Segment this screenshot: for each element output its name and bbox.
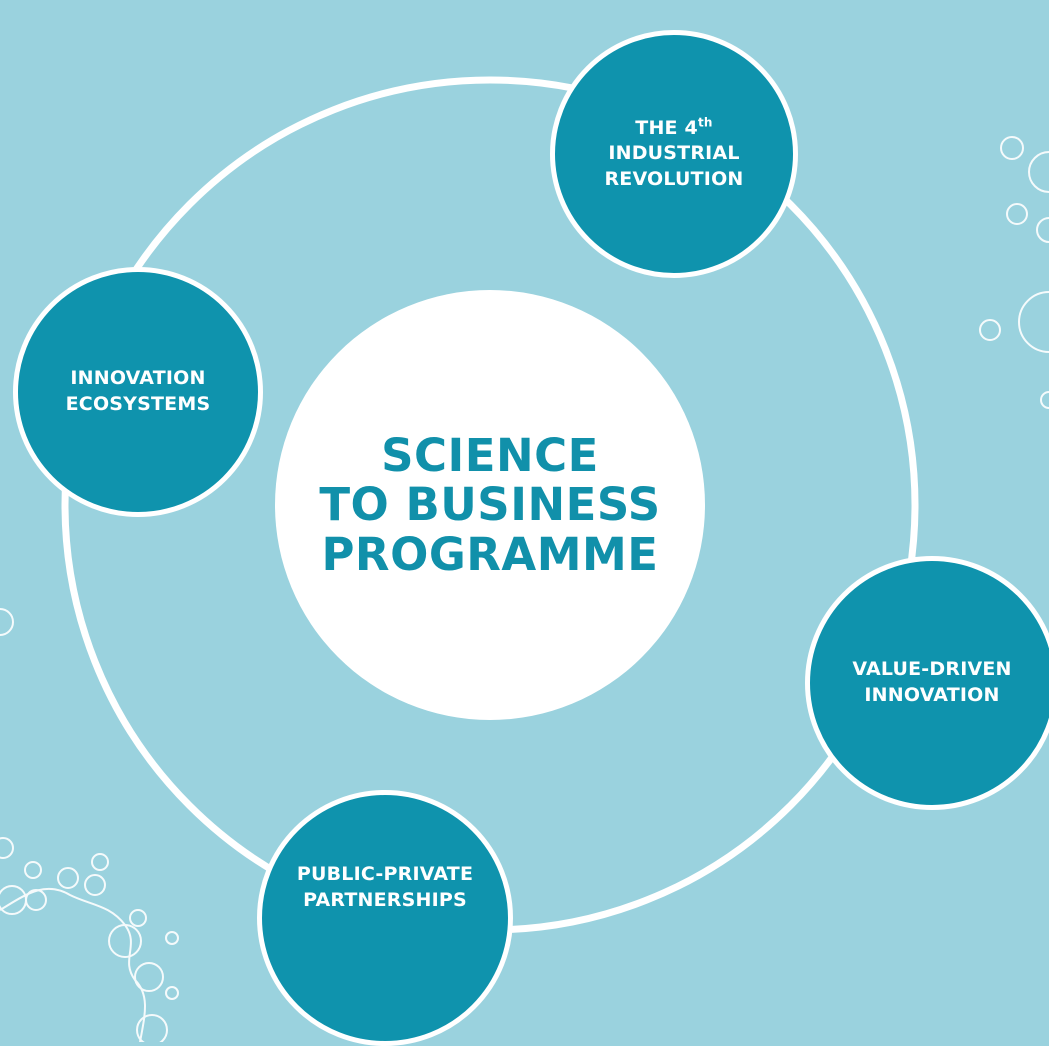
central-title-circle: SCIENCE TO BUSINESS PROGRAMME (275, 290, 705, 720)
node-innovation-ecosystems: INNOVATION ECOSYSTEMS (13, 267, 263, 517)
node-industrial-superscript: th (697, 115, 713, 130)
node-industrial-line-1: THE 4th (604, 116, 743, 142)
node-ecosystems-line-2: ECOSYSTEMS (65, 393, 211, 415)
central-title-line-2: TO BUSINESS (319, 478, 661, 532)
node-public-private-partnerships: PUBLIC-PRIVATE PARTNERSHIPS (257, 790, 513, 1046)
node-value-line-1: VALUE-DRIVEN (852, 658, 1012, 681)
node-industrial-prefix: THE 4 (635, 116, 698, 139)
node-industrial-line-3: REVOLUTION (604, 167, 744, 190)
node-industrial-line-2: INDUSTRIAL (608, 142, 740, 165)
decorative-bubbles-left (0, 608, 179, 1042)
node-value-line-2: INNOVATION (864, 684, 1000, 706)
node-value-driven-innovation: VALUE-DRIVEN INNOVATION (805, 556, 1049, 810)
node-ppp-line-2: PARTNERSHIPS (303, 889, 467, 911)
central-title-line-1: SCIENCE (381, 428, 599, 482)
node-4th-industrial-revolution: THE 4th INDUSTRIAL REVOLUTION (550, 30, 798, 278)
node-ecosystems-line-1: INNOVATION (70, 367, 206, 390)
node-ppp-line-1: PUBLIC-PRIVATE (296, 863, 474, 886)
decorative-bubbles-right (979, 136, 1049, 409)
central-title-line-3: PROGRAMME (321, 527, 659, 581)
